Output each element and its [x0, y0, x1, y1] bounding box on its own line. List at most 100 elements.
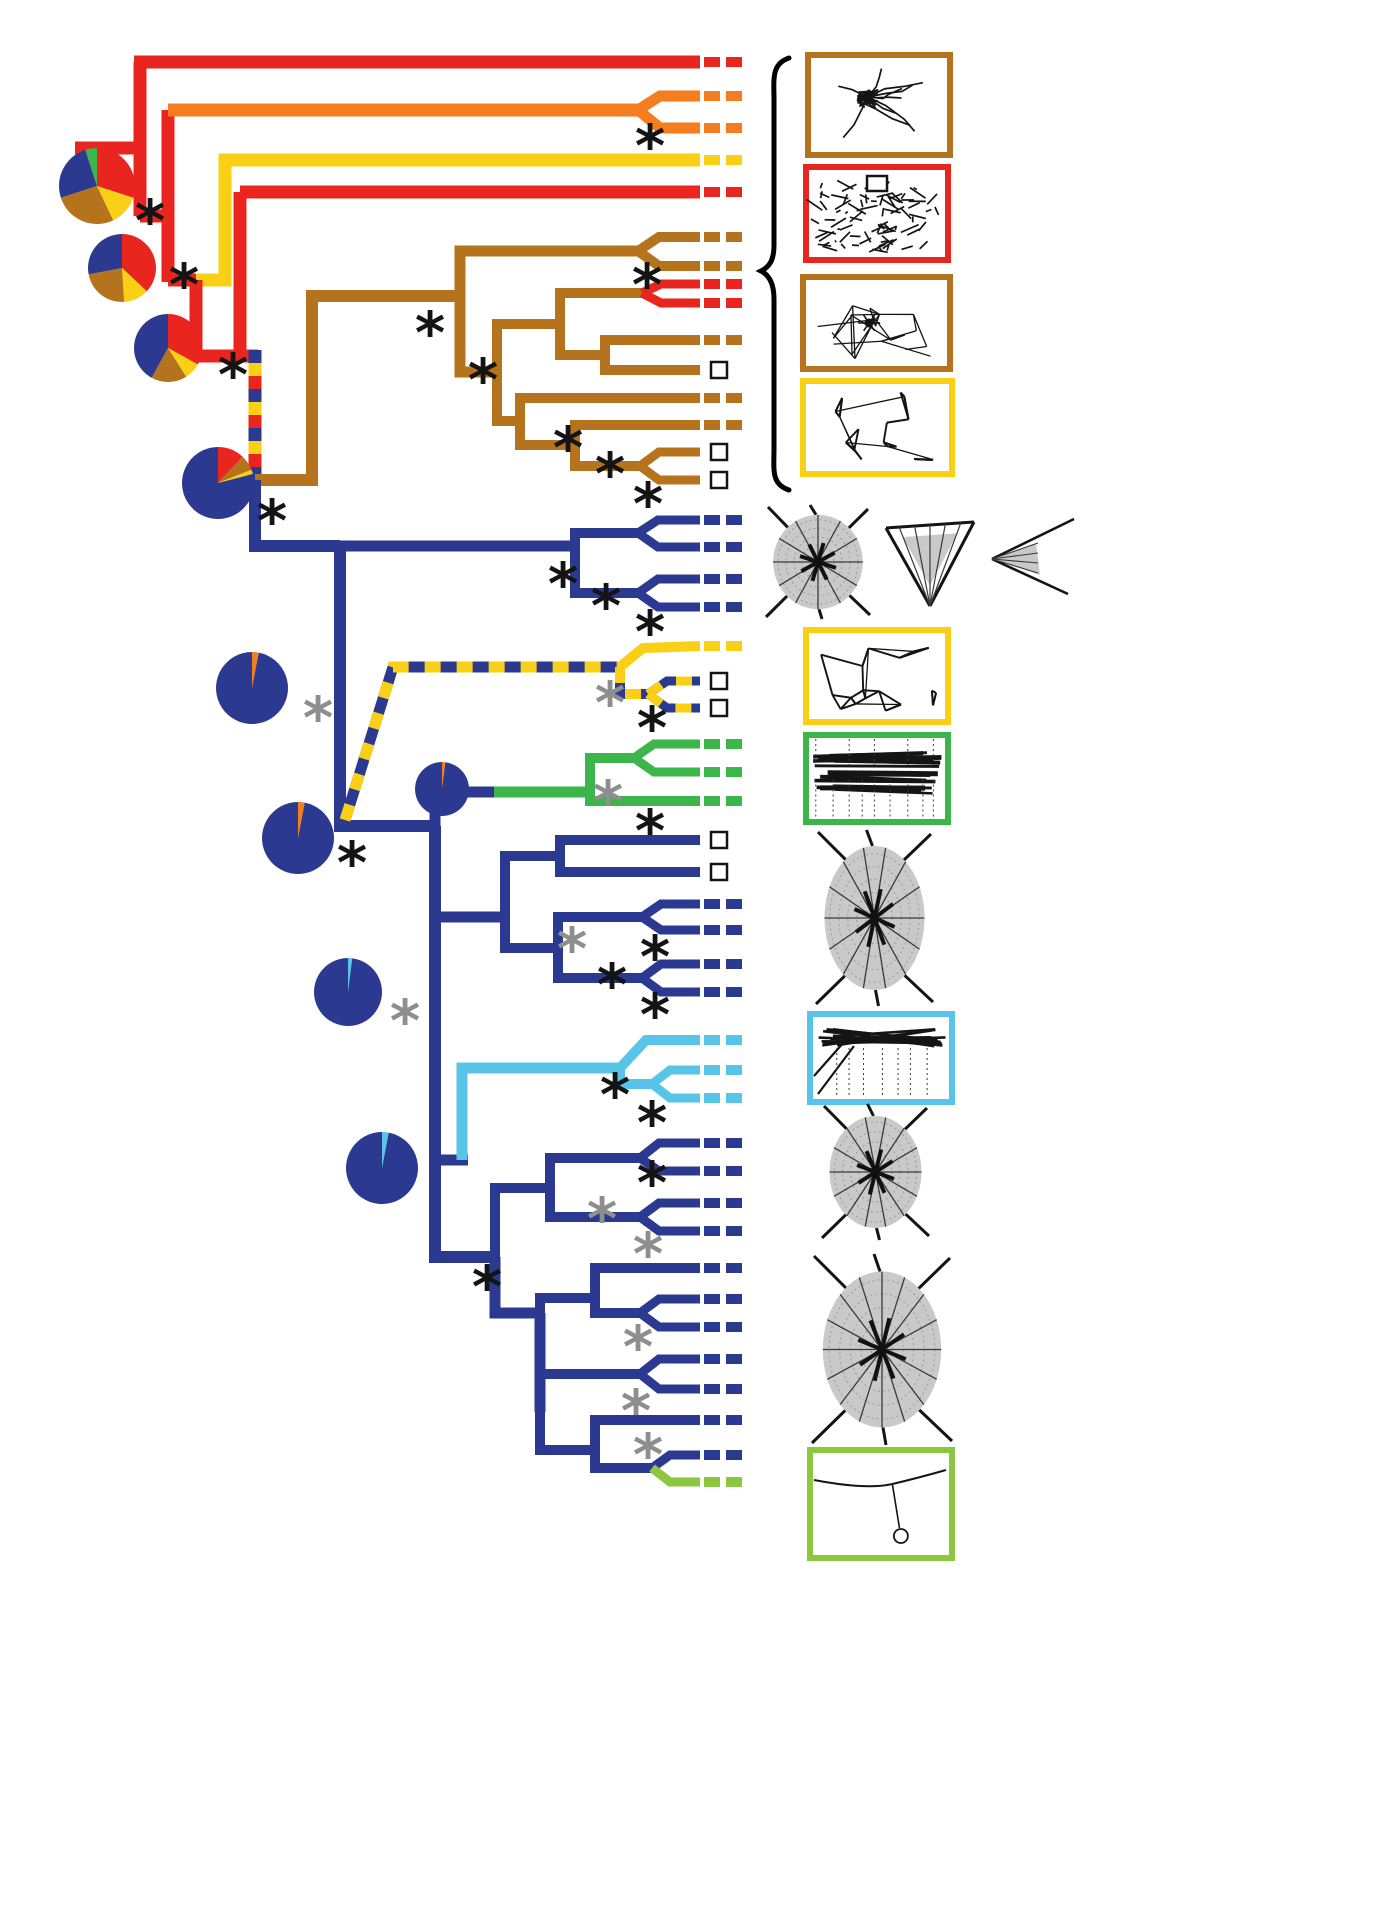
orb-radius — [862, 847, 876, 919]
tip-square — [709, 470, 729, 490]
tree-branch — [555, 856, 700, 877]
tip-dash — [726, 641, 742, 651]
tree-branch — [585, 792, 700, 806]
tip-dash — [704, 1226, 720, 1236]
ancestral-pies — [58, 148, 470, 1204]
web-line — [819, 200, 828, 211]
orb-radius — [991, 558, 1039, 564]
orb-hub — [872, 917, 887, 946]
web-line — [882, 225, 897, 233]
ancestral-pie-slice — [151, 348, 187, 382]
tip-dash — [704, 767, 720, 777]
tip-dash — [726, 1322, 742, 1332]
ancestral-pie-slice — [58, 149, 97, 198]
web-line — [919, 240, 929, 250]
web-line — [853, 428, 860, 450]
web-frame-thread — [881, 1427, 888, 1446]
tip-square — [709, 698, 729, 718]
tip-dash — [704, 959, 720, 969]
web-line — [865, 690, 880, 699]
orb-radius — [881, 1293, 925, 1350]
support-asterisk-black: * — [337, 829, 367, 897]
tree-branch — [616, 641, 701, 671]
web-line — [877, 230, 895, 235]
tree-branch — [456, 1062, 620, 1160]
tip-dash — [726, 1226, 742, 1236]
tree-branch — [615, 1068, 652, 1089]
support-asterisk-black: * — [635, 598, 665, 666]
tree-branch — [570, 528, 638, 546]
web-line — [934, 206, 940, 216]
web-frame-thread — [872, 1253, 882, 1272]
ancestral-pie-slice — [298, 802, 305, 838]
tip-dash — [726, 987, 742, 997]
web-frame-thread — [865, 829, 874, 847]
tip-dash — [726, 1294, 742, 1304]
tree-branch — [590, 1450, 652, 1473]
tree-branch — [490, 1183, 550, 1257]
tree-branch — [585, 753, 634, 792]
orb-radius — [874, 1171, 887, 1227]
tip-dash — [726, 123, 742, 133]
web-line — [864, 648, 870, 699]
tree-branch — [635, 589, 700, 612]
tip-dash — [704, 261, 720, 271]
orb-hub — [880, 1348, 896, 1380]
tree-branch — [570, 420, 700, 445]
tip-markers — [704, 57, 742, 1487]
web-line — [899, 646, 930, 659]
tip-dash — [704, 57, 720, 67]
tip-dash — [726, 420, 742, 430]
orb-hub — [873, 902, 895, 920]
ancestral-pie-slice — [122, 268, 147, 302]
orb-hub — [817, 551, 836, 564]
tip-dash — [726, 602, 742, 612]
support-asterisk-gray: * — [633, 1421, 663, 1489]
support-asterisk-black: * — [633, 470, 663, 538]
tip-dash — [704, 542, 720, 552]
tip-square — [709, 862, 729, 882]
retreat — [865, 174, 889, 193]
web-line — [906, 228, 921, 236]
web-frame-thread — [875, 1227, 881, 1241]
tip-dash — [704, 1035, 720, 1045]
ancestral-pie-slice — [442, 762, 446, 789]
web-line — [834, 199, 852, 211]
web-line — [832, 313, 854, 339]
support-asterisk-black: * — [637, 1149, 667, 1217]
web-panel-irregular-mesh-web — [803, 627, 951, 725]
web-line — [840, 703, 856, 710]
orb-hub — [857, 1337, 883, 1352]
orb-hub — [817, 560, 837, 570]
web-line — [818, 230, 835, 242]
tree-branch — [640, 279, 700, 298]
tip-dash — [704, 91, 720, 101]
orb-hub — [862, 890, 877, 919]
anchor-thread — [817, 1045, 855, 1095]
web-line — [817, 318, 875, 328]
orb-hub — [864, 1150, 878, 1173]
web-frame-thread — [817, 608, 824, 620]
tip-dash — [726, 261, 742, 271]
tree-branch — [637, 1354, 700, 1378]
orb-hub — [880, 1317, 892, 1350]
tree-branch — [631, 754, 700, 777]
ancestral-pie-slice — [262, 802, 335, 874]
orb-hub — [810, 561, 820, 582]
ancestral-pie-slice — [122, 234, 157, 292]
tip-dash — [726, 1035, 742, 1045]
web-line — [865, 100, 878, 104]
orb-radius — [991, 542, 1039, 560]
tip-dash — [704, 987, 720, 997]
web-line — [926, 193, 938, 205]
ancestral-pie-slice — [134, 314, 168, 378]
tip-dash — [726, 335, 742, 345]
tip-dash — [726, 1065, 742, 1075]
tip-dash — [704, 279, 720, 289]
tip-dash — [704, 641, 720, 651]
web-line — [928, 521, 976, 607]
support-asterisk-black: * — [600, 1061, 630, 1129]
web-line — [845, 441, 888, 448]
ancestral-pie-slice — [97, 148, 136, 198]
